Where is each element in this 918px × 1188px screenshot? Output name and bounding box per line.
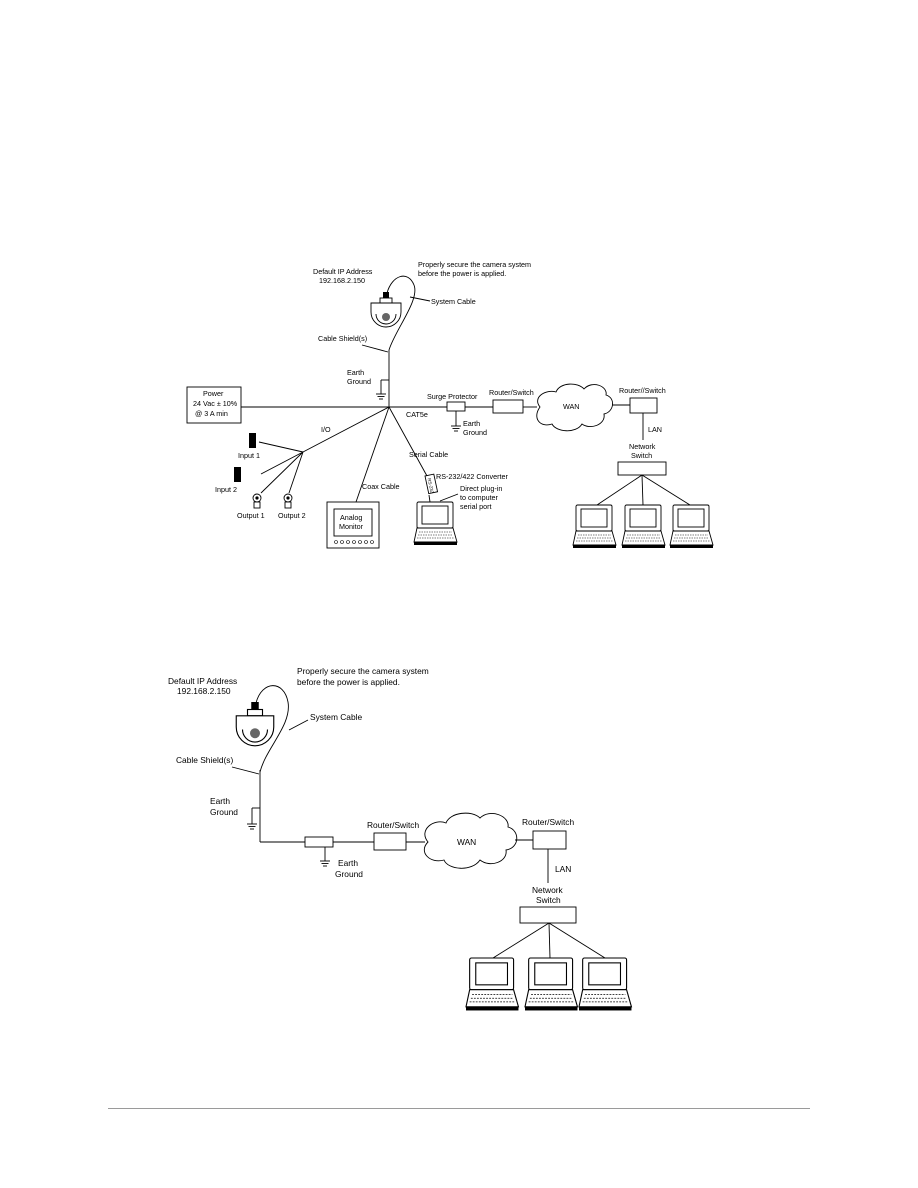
surge-protector-label: Surge Protector [427, 392, 478, 401]
laptop-icon [524, 957, 579, 1012]
cable-shield-label: Cable Shield(s) [176, 755, 233, 765]
direct-plugin-label: to computer [460, 493, 499, 502]
power-current: @ 3 A min [195, 409, 228, 418]
earth-ground-label: Ground [347, 377, 371, 386]
input2-label: Input 2 [215, 485, 237, 494]
camera-icon [370, 291, 402, 328]
input1-label: Input 1 [238, 451, 260, 460]
system-cable-label: System Cable [431, 297, 476, 306]
diagram-network-only: Default IP Address 192.168.2.150 Properl… [168, 666, 633, 1012]
laptop-icon [572, 504, 617, 549]
network-switch-label: Switch [536, 895, 561, 905]
analog-monitor-label: Analog [340, 513, 362, 522]
power-supply-box [186, 386, 242, 424]
svg-text:RS-232: RS-232 [427, 478, 435, 494]
power-spec: 24 Vac ± 10% [193, 399, 238, 408]
network-switch-box [519, 906, 577, 924]
diagram-full-system: Default IP Address 192.168.2.150 Properl… [186, 260, 714, 549]
ground-icon [246, 817, 258, 830]
input-device-icon [234, 467, 241, 482]
laptop-icon [669, 504, 714, 549]
rs232-converter-icon: RS-232 [424, 473, 439, 495]
router-switch-box [373, 832, 407, 851]
input-device-icon [249, 433, 256, 448]
coax-line [355, 406, 390, 503]
earth-ground-label: Earth [347, 368, 364, 377]
network-switch-label: Network [532, 885, 564, 895]
cat5e-label: CAT5e [406, 410, 428, 419]
secure-note-line2: before the power is applied. [297, 677, 400, 687]
surge-protector-box [446, 401, 466, 412]
earth-ground-label: Earth [463, 419, 480, 428]
lan-label: LAN [555, 864, 571, 874]
router-switch-box [492, 399, 524, 414]
router-switch-box [629, 397, 658, 414]
output-light-icon [252, 493, 262, 509]
router-switch-label: Router/Switch [489, 388, 534, 397]
lan-label: LAN [648, 425, 662, 434]
serial-cable-line [388, 406, 428, 477]
router-switch-box [532, 830, 567, 850]
default-ip-label: Default IP Address [313, 267, 373, 276]
output-light-icon [283, 493, 293, 509]
output1-label: Output 1 [237, 511, 265, 520]
ground-icon [375, 387, 387, 400]
rs-converter-label: RS-232/422 Converter [436, 472, 509, 481]
cable-shield-label: Cable Shield(s) [318, 334, 367, 343]
io-label: I/O [321, 425, 331, 434]
system-cable-label: System Cable [310, 712, 362, 722]
router-switch-label: Router//Switch [619, 386, 666, 395]
laptop-icon [578, 957, 633, 1012]
earth-ground-label: Ground [463, 428, 487, 437]
system-cable-line [386, 275, 416, 351]
system-cable-line [255, 685, 289, 773]
laptop-icon [621, 504, 666, 549]
direct-plugin-label: serial port [460, 502, 492, 511]
laptop-icon [413, 501, 458, 546]
earth-ground-label: Ground [210, 807, 238, 817]
earth-ground-label: Earth [338, 858, 358, 868]
ground-icon [450, 419, 462, 432]
coax-cable-label: Coax Cable [362, 482, 400, 491]
default-ip-value: 192.168.2.150 [319, 276, 365, 285]
camera-icon [235, 701, 275, 747]
analog-monitor-label: Monitor [339, 522, 364, 531]
network-switch-label: Switch [631, 451, 652, 460]
io-line [302, 406, 390, 453]
ground-icon [319, 854, 331, 867]
network-switch-label: Network [629, 442, 656, 451]
wan-label: WAN [457, 837, 476, 847]
default-ip-value: 192.168.2.150 [177, 686, 231, 696]
router-switch-label: Router/Switch [367, 820, 419, 830]
network-switch-box [617, 461, 667, 476]
power-label: Power [203, 389, 224, 398]
laptop-icon [465, 957, 520, 1012]
earth-ground-label: Earth [210, 796, 230, 806]
footer-rule [108, 1108, 810, 1109]
default-ip-label: Default IP Address [168, 676, 237, 686]
output2-label: Output 2 [278, 511, 306, 520]
surge-protector-box [304, 836, 334, 848]
wan-label: WAN [563, 402, 580, 411]
secure-note-line1: Properly secure the camera system [418, 260, 531, 269]
serial-cable-label: Serial Cable [409, 450, 448, 459]
secure-note-line1: Properly secure the camera system [297, 666, 429, 676]
router-switch-label: Router/Switch [522, 817, 574, 827]
wan-cloud [423, 812, 518, 869]
earth-ground-label: Ground [335, 869, 363, 879]
secure-note-line2: before the power is applied. [418, 269, 506, 278]
direct-plugin-label: Direct plug-in [460, 484, 502, 493]
